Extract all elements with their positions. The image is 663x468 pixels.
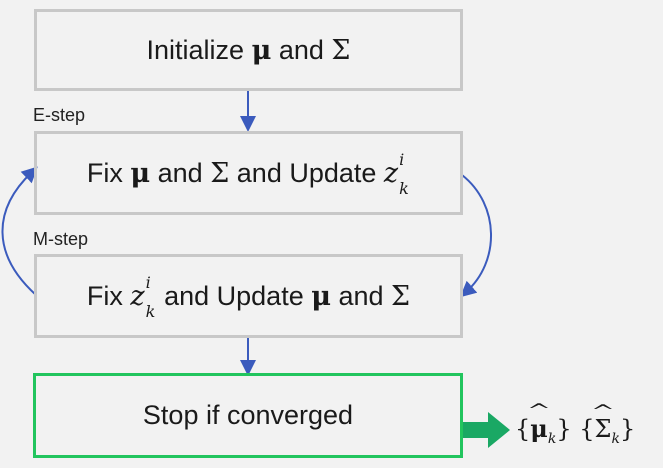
brace-close: }	[556, 415, 572, 443]
estep-pre: Fix	[86, 157, 131, 188]
z-superscript: i	[399, 149, 405, 169]
sigma-hat: Σ	[595, 415, 612, 443]
output-arrow	[462, 412, 510, 448]
mstep-update: and Update	[156, 280, 312, 311]
mu-symbol: μ	[130, 157, 151, 189]
mstep-and: and	[330, 280, 392, 311]
stop-text: Stop if converged	[142, 400, 354, 430]
estep-and: and	[150, 157, 211, 188]
mu-symbol: μ	[251, 34, 272, 66]
sigma-symbol: Σ	[391, 280, 411, 312]
estep-update: and Update	[229, 157, 384, 188]
init-box: Initialize μ and Σ	[34, 9, 463, 91]
sigma-symbol: Σ	[331, 34, 351, 66]
sigma-subscript: k	[611, 430, 620, 447]
estep-label: E-step	[33, 105, 86, 125]
brace-open: {	[515, 415, 531, 443]
mu-symbol: μ	[311, 280, 331, 312]
z-letter: z	[383, 157, 399, 189]
mstep-label: M-step	[33, 229, 89, 249]
output-params: {μk} {Σk}	[515, 414, 635, 447]
init-pre: Initialize	[146, 34, 252, 65]
z-subscript: k	[145, 301, 156, 321]
sigma-symbol: Σ	[210, 157, 230, 189]
z-superscript: i	[145, 272, 151, 292]
mstep-pre: Fix	[86, 280, 131, 311]
brace-open: {	[571, 415, 595, 443]
mu-symbol: μ	[530, 414, 548, 443]
mu-subscript: k	[547, 430, 557, 447]
mu-hat: μ	[530, 414, 548, 443]
loop-estep-to-mstep	[460, 174, 492, 298]
init-text: Initialize μ and Σ	[147, 35, 351, 66]
sigma-symbol: Σ	[594, 415, 612, 443]
z-letter: z	[130, 280, 145, 312]
loop-mstep-to-estep	[1, 166, 38, 296]
init-and: and	[271, 34, 332, 65]
z-subscript: k	[399, 178, 409, 198]
brace-close: }	[619, 415, 636, 443]
stop-box: Stop if converged	[33, 373, 463, 458]
